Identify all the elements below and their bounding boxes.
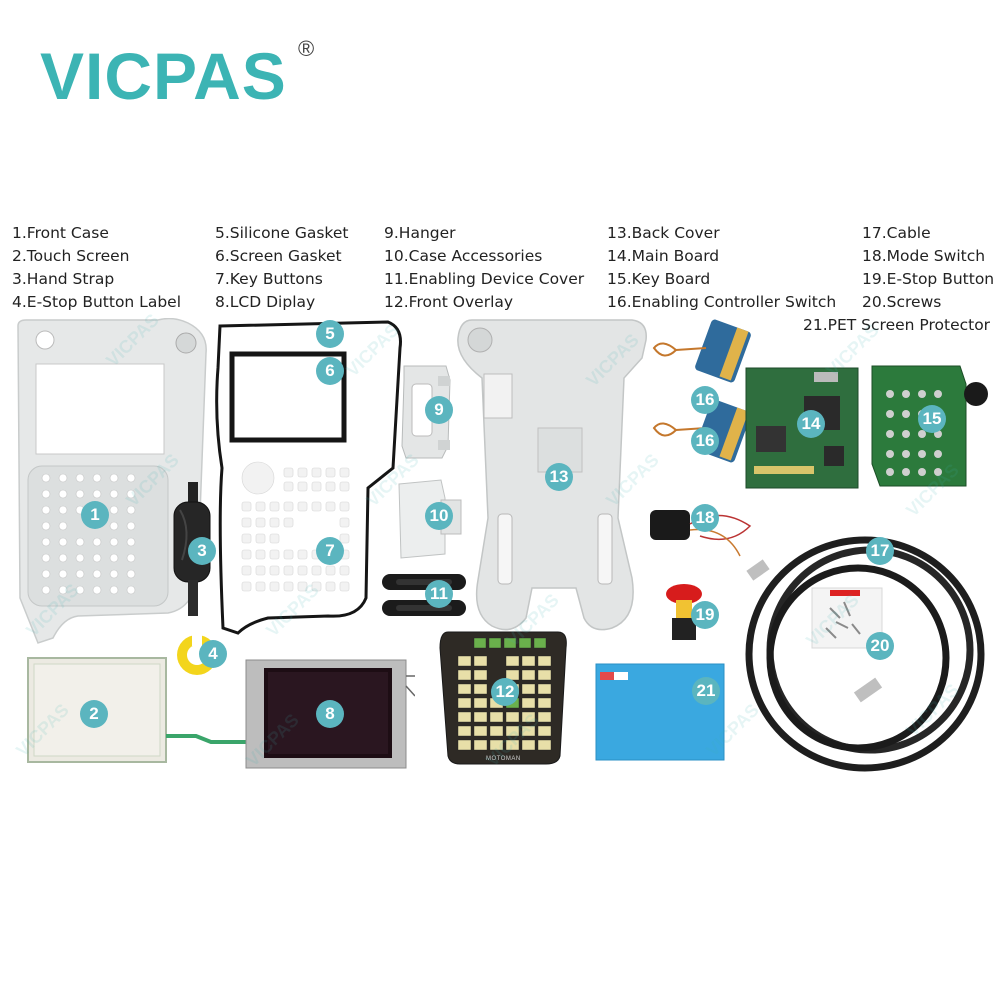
silicone-gasket-image: [215, 320, 402, 635]
legend-item: 3.Hand Strap: [12, 270, 115, 288]
legend-item: 2.Touch Screen: [12, 247, 130, 265]
marker-2: 2: [80, 700, 108, 728]
marker-1: 1: [81, 501, 109, 529]
legend-item: 14.Main Board: [607, 247, 720, 265]
legend-col-3: 9.Hanger 10.Case Accessories 11.Enabling…: [384, 222, 584, 314]
legend-item: 4.E-Stop Button Label: [12, 293, 182, 311]
legend-item: 6.Screen Gasket: [215, 247, 342, 265]
marker-7: 7: [316, 537, 344, 565]
front-case-image: [17, 318, 207, 644]
marker-19: 19: [691, 601, 719, 629]
legend-item: 9.Hanger: [384, 224, 456, 242]
marker-16a: 16: [691, 386, 719, 414]
e-stop-button-image: [666, 584, 702, 640]
legend-item: 10.Case Accessories: [384, 247, 543, 265]
marker-12: 12: [491, 678, 519, 706]
marker-14: 14: [797, 410, 825, 438]
lcd-display-image: [245, 659, 415, 769]
legend-item: 5.Silicone Gasket: [215, 224, 349, 242]
marker-21: 21: [692, 677, 720, 705]
marker-13: 13: [545, 463, 573, 491]
legend-item: 11.Enabling Device Cover: [384, 270, 585, 288]
marker-3: 3: [188, 537, 216, 565]
marker-4: 4: [199, 640, 227, 668]
marker-18: 18: [691, 504, 719, 532]
marker-9: 9: [425, 396, 453, 424]
overlay-brand-text: MOTOMAN: [486, 756, 521, 762]
registered-mark: ®: [298, 36, 315, 61]
legend-item: 8.LCD Diplay: [215, 293, 316, 311]
legend-item: 15.Key Board: [607, 270, 711, 288]
legend-item: 19.E-Stop Button: [862, 270, 995, 288]
marker-6: 6: [316, 357, 344, 385]
marker-16b: 16: [691, 427, 719, 455]
legend-item: 21.PET Screen Protector: [803, 316, 991, 334]
legend-item: 20.Screws: [862, 293, 942, 311]
legend-item: 16.Enabling Controller Switch: [607, 293, 837, 311]
marker-10: 10: [425, 502, 453, 530]
marker-11: 11: [425, 580, 453, 608]
marker-20: 20: [866, 632, 894, 660]
marker-8: 8: [316, 700, 344, 728]
legend-col-1: 1.Front Case 2.Touch Screen 3.Hand Strap…: [12, 222, 181, 314]
legend-col-4: 13.Back Cover 14.Main Board 15.Key Board…: [607, 222, 836, 314]
brand-logo: VICPAS: [40, 39, 287, 113]
pet-screen-protector-image: [595, 663, 725, 761]
marker-15: 15: [918, 405, 946, 433]
legend-item: 13.Back Cover: [607, 224, 720, 242]
legend-col-5: 17.Cable 18.Mode Switch 19.E-Stop Button…: [862, 222, 994, 314]
legend-col-5-extra: 21.PET Screen Protector: [803, 314, 990, 337]
marker-17: 17: [866, 537, 894, 565]
legend-col-2: 5.Silicone Gasket 6.Screen Gasket 7.Key …: [215, 222, 348, 314]
legend-item: 12.Front Overlay: [384, 293, 514, 311]
marker-5: 5: [316, 320, 344, 348]
legend-item: 17.Cable: [862, 224, 931, 242]
legend-item: 18.Mode Switch: [862, 247, 986, 265]
legend-item: 7.Key Buttons: [215, 270, 323, 288]
legend-item: 1.Front Case: [12, 224, 109, 242]
